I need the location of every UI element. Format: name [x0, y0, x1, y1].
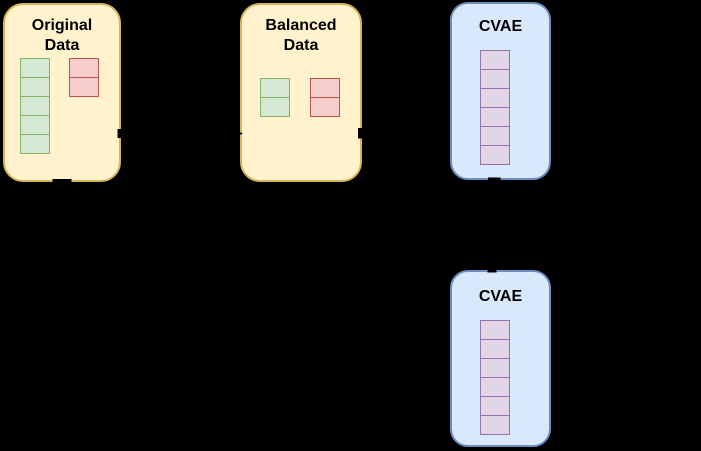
arrow-balanced-cvae-link [358, 127, 450, 139]
sample-cell [20, 134, 50, 154]
sample-cell [480, 69, 510, 89]
sample-cell [480, 339, 510, 359]
sample-cell [480, 50, 510, 70]
sample-cell [480, 320, 510, 340]
sample-cell [260, 97, 290, 117]
node-balanced-data-title: Balanced Data [265, 17, 337, 54]
sample-cell [480, 377, 510, 397]
original-minority-samples-stack [69, 58, 99, 97]
sample-cell [260, 78, 290, 98]
node-original-data: Original Data [3, 3, 121, 182]
node-cvae-top: CVAE [450, 2, 551, 180]
node-original-data-title: Original Data [31, 17, 93, 54]
sample-cell [480, 145, 510, 165]
sample-cell [480, 88, 510, 108]
cvae-top-latent-stack [480, 50, 510, 165]
cvae-bottom-latent-stack [480, 320, 510, 435]
sample-cell [310, 78, 340, 98]
balanced-minority-samples-stack [310, 78, 340, 117]
node-cvae-top-title: CVAE [478, 18, 523, 35]
sample-cell [69, 77, 99, 97]
sample-cell [69, 58, 99, 78]
sample-cell [310, 97, 340, 117]
sample-cell [480, 358, 510, 378]
sample-cell [20, 96, 50, 116]
sample-cell [20, 58, 50, 78]
arrow-original-down-to-cvae [52, 179, 447, 366]
sample-cell [480, 126, 510, 146]
balanced-majority-samples-stack [260, 78, 290, 117]
node-balanced-data: Balanced Data [240, 3, 362, 182]
sample-cell [480, 396, 510, 416]
node-cvae-bottom-title: CVAE [478, 288, 523, 305]
sample-cell [480, 415, 510, 435]
original-majority-samples-stack [20, 58, 50, 154]
sample-cell [480, 107, 510, 127]
arrow-cvae-to-cvae [487, 177, 501, 273]
node-cvae-bottom: CVAE [450, 270, 551, 447]
sample-cell [20, 77, 50, 97]
arrow-original-to-balanced [117, 127, 243, 140]
sample-cell [20, 115, 50, 135]
